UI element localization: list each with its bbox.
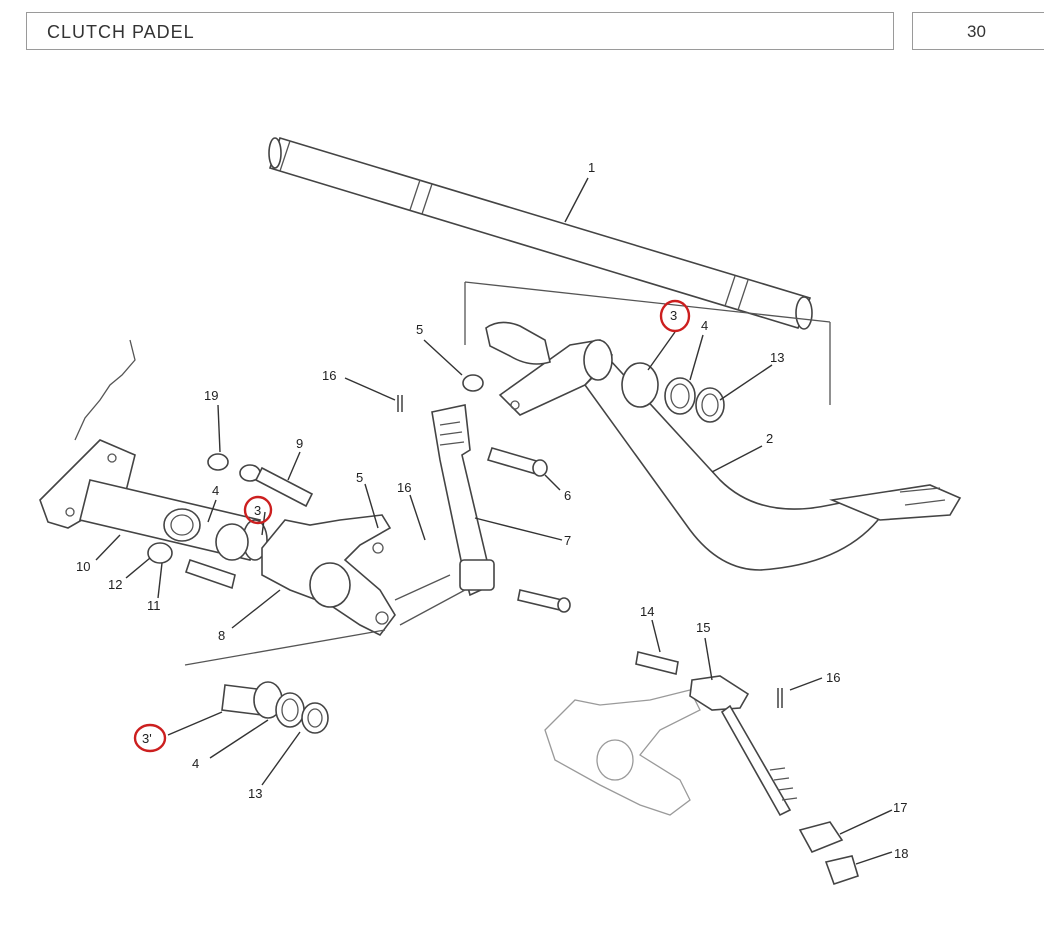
callout-6: 6 [564, 488, 571, 503]
callout-3-upper: 3 [670, 308, 677, 323]
diagram-title: CLUTCH PADEL [47, 22, 195, 42]
callout-17: 17 [893, 800, 907, 815]
callout-16-middle: 16 [397, 480, 411, 495]
page-number-box: 30 [912, 12, 1044, 50]
callout-2: 2 [766, 431, 773, 446]
callout-5-left: 5 [356, 470, 363, 485]
highlight-circle-3-left [243, 495, 273, 525]
callout-10: 10 [76, 559, 90, 574]
callout-11: 11 [147, 598, 161, 613]
callout-15: 15 [696, 620, 710, 635]
callout-13-upper: 13 [770, 350, 784, 365]
lever-part [261, 514, 396, 637]
bolt-part-lower [517, 589, 571, 613]
highlight-circle-3-upper [659, 299, 691, 333]
ghost-assembly [544, 689, 701, 816]
highlight-circle-3-prime [133, 723, 167, 753]
callout-16-upper: 16 [322, 368, 336, 383]
adjuster-assembly [635, 651, 859, 886]
pedal-arm-part [485, 321, 962, 571]
page-number: 30 [967, 22, 986, 41]
callout-7: 7 [564, 533, 571, 548]
leader-lines [95, 177, 893, 865]
callout-12: 12 [108, 577, 122, 592]
callout-8: 8 [218, 628, 225, 643]
shaft-part [268, 137, 813, 330]
pin-part [397, 395, 403, 412]
callout-16-lower: 16 [826, 670, 840, 685]
callout-19: 19 [204, 388, 218, 403]
callout-5-upper: 5 [416, 322, 423, 337]
callout-14: 14 [640, 604, 654, 619]
callout-3-left: 3 [254, 503, 261, 518]
callout-4-upper: 4 [701, 318, 708, 333]
callout-4-left: 4 [212, 483, 219, 498]
title-box: CLUTCH PADEL [26, 12, 894, 50]
linkage-rod-part [431, 404, 495, 597]
bushing-set-lower [221, 681, 329, 734]
bolt-part-9 [207, 453, 314, 508]
callout-4-lower: 4 [192, 756, 199, 771]
callout-3-prime: 3' [142, 731, 152, 746]
callout-18: 18 [894, 846, 908, 861]
screw-part-11 [147, 542, 236, 590]
callout-13-lower: 13 [248, 786, 262, 801]
bushing-set-upper [621, 362, 725, 423]
callout-1: 1 [588, 160, 595, 175]
bolt-part-6 [486, 447, 548, 477]
callout-9: 9 [296, 436, 303, 451]
nut-part [462, 374, 484, 392]
spring-part [163, 508, 249, 561]
